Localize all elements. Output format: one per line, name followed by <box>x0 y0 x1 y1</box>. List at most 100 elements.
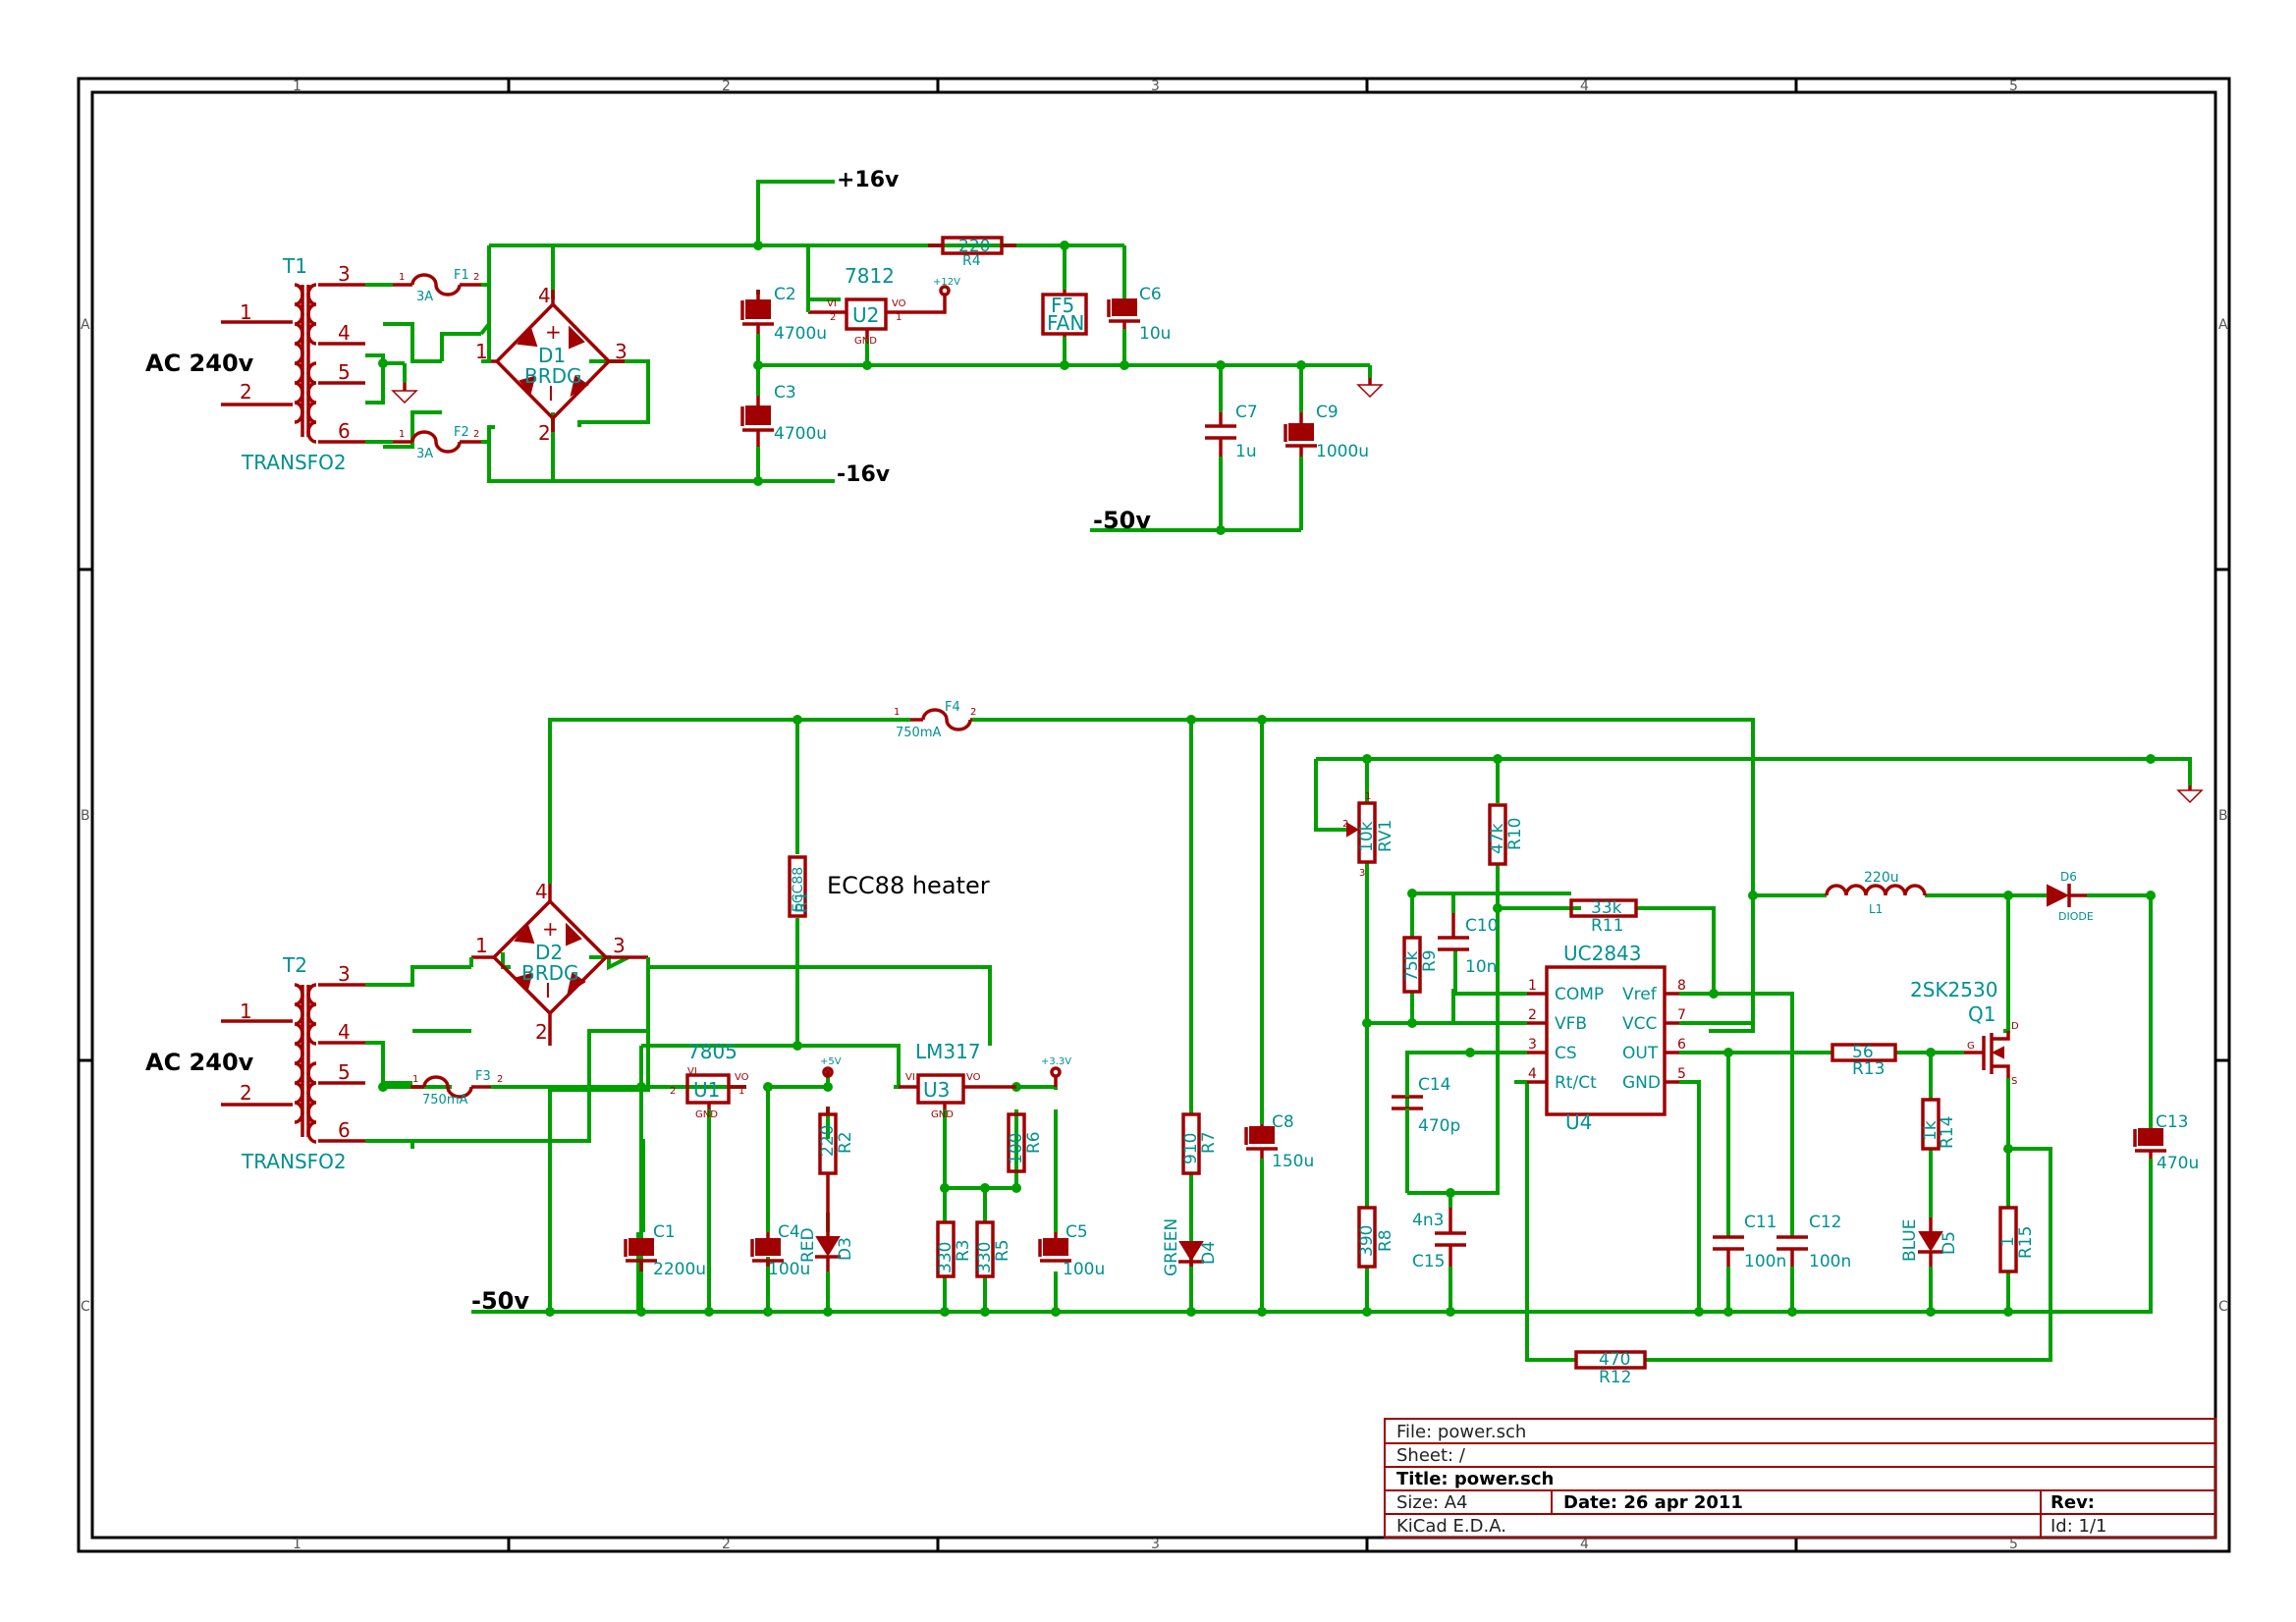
col-marker: 2 <box>722 79 731 94</box>
d5-value: BLUE <box>1900 1219 1920 1262</box>
t1-pin-4: 4 <box>338 321 351 345</box>
fuse-F4: 1 2 F4 750mA <box>894 700 976 740</box>
u4-pin-7: 7 <box>1677 1007 1686 1023</box>
c4-ref: C4 <box>778 1222 800 1242</box>
capacitor-C10: C10 10n <box>1438 913 1499 977</box>
u4-pin-5: 5 <box>1677 1066 1686 1082</box>
r4-ref: R4 <box>962 253 981 269</box>
diode-D6: D6 DIODE <box>2047 870 2094 923</box>
transformer-T1: 1 2 3 4 5 6 T1 TRANSFO2 <box>221 254 365 474</box>
c3-ref: C3 <box>774 383 796 403</box>
f2-pin-2: 2 <box>473 429 479 440</box>
c9-ref: C9 <box>1316 403 1339 422</box>
c11-ref: C11 <box>1744 1213 1777 1232</box>
r1-value: ECC88 <box>791 867 806 912</box>
q1-pin-g: G <box>1967 1041 1975 1052</box>
u2-pin-1: 1 <box>896 312 902 323</box>
c2-ref: C2 <box>774 285 796 304</box>
fuse-F3: 1 2 F3 750mA <box>410 1069 503 1108</box>
resistor-R8: 390 R8 <box>1357 1206 1395 1269</box>
d2-pin-2: 2 <box>535 1020 548 1044</box>
plus3v3-flag: +3.3V <box>1041 1056 1071 1067</box>
c7-ref: C7 <box>1235 403 1258 422</box>
title-block: File: power.sch Sheet: / Title: power.sc… <box>1384 1418 2216 1539</box>
f3-pin-1: 1 <box>412 1074 418 1085</box>
u1-pin-gnd: GND <box>695 1109 718 1120</box>
c12-ref: C12 <box>1809 1213 1842 1232</box>
row-markers: A B C A B C <box>81 317 2228 1315</box>
rv1-ref: RV1 <box>1376 820 1395 852</box>
t2-pin-1: 1 <box>240 1000 252 1023</box>
rv1-pin-2: 2 <box>1342 819 1348 830</box>
u4-pin-cs: CS <box>1555 1044 1577 1063</box>
bridge-rectifier-D1: + I D1 BRDG 4 2 1 3 <box>475 284 628 445</box>
capacitor-C14: C14 470p <box>1392 1055 1460 1193</box>
tb-size: Size: A4 <box>1396 1492 1468 1513</box>
u1-pin-vi: VI <box>687 1066 697 1077</box>
u4-pin-vref: Vref <box>1622 985 1658 1004</box>
t1-value: TRANSFO2 <box>241 451 347 474</box>
col-marker: 3 <box>1151 79 1160 94</box>
transformer-T2: 1 2 3 4 5 6 T2 TRANSFO2 <box>221 953 365 1173</box>
led-D5: BLUE D5 <box>1900 1217 1959 1267</box>
u3-pin-vo: VO <box>966 1072 981 1083</box>
u4-pin-out: OUT <box>1622 1044 1659 1063</box>
regulator-U1: U1 7805 VI VO GND 2 1 <box>670 1040 749 1120</box>
f2-ref: F2 <box>454 425 469 440</box>
f3-value: 750mA <box>422 1093 467 1108</box>
r7-value: 910 <box>1181 1133 1201 1164</box>
fuse-F2: 1 2 F2 3A <box>393 425 491 461</box>
c9-value: 1000u <box>1316 442 1369 461</box>
led-D3: RED D3 <box>798 1213 855 1271</box>
d5-ref: D5 <box>1940 1231 1959 1255</box>
capacitor-C1: C1 2200u <box>624 1222 706 1279</box>
col-marker: 1 <box>293 79 301 94</box>
c14-value: 470p <box>1418 1116 1460 1136</box>
capacitor-C9: C9 1000u <box>1284 403 1369 461</box>
q1-ref: Q1 <box>1968 1002 1995 1026</box>
col-marker: 4 <box>1580 1537 1589 1552</box>
f4-pin-1: 1 <box>894 707 900 718</box>
c10-value: 10n <box>1465 957 1497 977</box>
capacitor-C6: C6 10u <box>1107 285 1171 344</box>
r15-value: 1 <box>1998 1236 2018 1247</box>
u1-pin-2: 2 <box>670 1086 676 1097</box>
ground-symbol <box>391 383 418 405</box>
resistor-R11: 33k R11 <box>1569 898 1638 936</box>
regulator-U2: U2 7812 VI VO GND 2 1 <box>808 264 923 347</box>
d1-minus: I <box>548 382 554 406</box>
r9-ref: R9 <box>1420 949 1440 972</box>
c8-value: 150u <box>1272 1152 1314 1171</box>
r12-ref: R12 <box>1599 1368 1631 1387</box>
ground-symbol <box>2176 785 2204 804</box>
resistor-R6: 100 R6 <box>1007 1112 1044 1173</box>
r1-ref: R1 <box>793 891 812 913</box>
fan-F5: F5 FAN <box>1041 290 1088 337</box>
u1-pin-vo: VO <box>735 1072 749 1083</box>
d1-plus: + <box>545 320 562 344</box>
u2-value: 7812 <box>845 264 895 288</box>
f5-ref: F5 <box>1051 294 1074 317</box>
d1-pin-2: 2 <box>538 421 551 445</box>
f1-pin-2: 2 <box>473 272 479 283</box>
d2-plus: + <box>542 917 559 941</box>
row-marker: A <box>2218 317 2228 333</box>
r9-value: 75k <box>1402 950 1422 982</box>
tb-file: File: power.sch <box>1396 1422 1526 1442</box>
u4-pin-4: 4 <box>1528 1066 1537 1082</box>
c13-ref: C13 <box>2156 1112 2189 1132</box>
d2-pin-1: 1 <box>475 934 488 957</box>
t1-pin-3: 3 <box>338 262 351 286</box>
r6-ref: R6 <box>1024 1131 1044 1154</box>
u3-ref: U3 <box>923 1078 950 1102</box>
col-marker: 4 <box>1580 79 1589 94</box>
d4-value: GREEN <box>1162 1218 1181 1276</box>
u4-pin-6: 6 <box>1677 1037 1686 1053</box>
d2-minus: I <box>545 979 551 1002</box>
r4-value: 220 <box>958 237 990 256</box>
u4-ref: U4 <box>1565 1110 1592 1134</box>
u3-value: LM317 <box>915 1040 981 1063</box>
d2-ref: D2 <box>535 941 563 964</box>
bottom-wires <box>381 718 2192 1362</box>
r6-value: 100 <box>1007 1133 1026 1164</box>
